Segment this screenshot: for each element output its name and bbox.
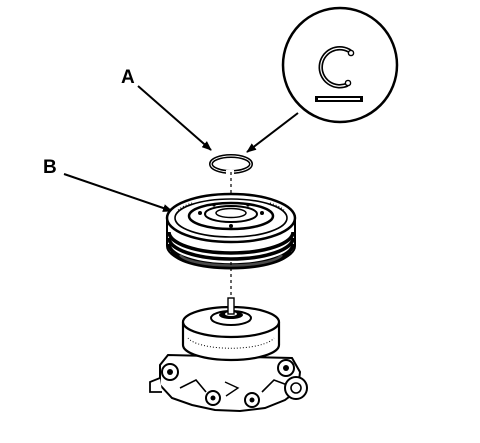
callout-a-leader — [137, 85, 212, 151]
callout-b-leader — [63, 173, 173, 212]
callout-b-label: B — [43, 157, 57, 178]
compressor-clutch-assembly — [149, 297, 308, 413]
detail-inset — [281, 6, 399, 124]
detail-leader — [246, 112, 299, 153]
callout-a-label: A — [121, 67, 135, 88]
clutch-pulley — [165, 192, 297, 270]
snap-ring — [209, 154, 253, 174]
